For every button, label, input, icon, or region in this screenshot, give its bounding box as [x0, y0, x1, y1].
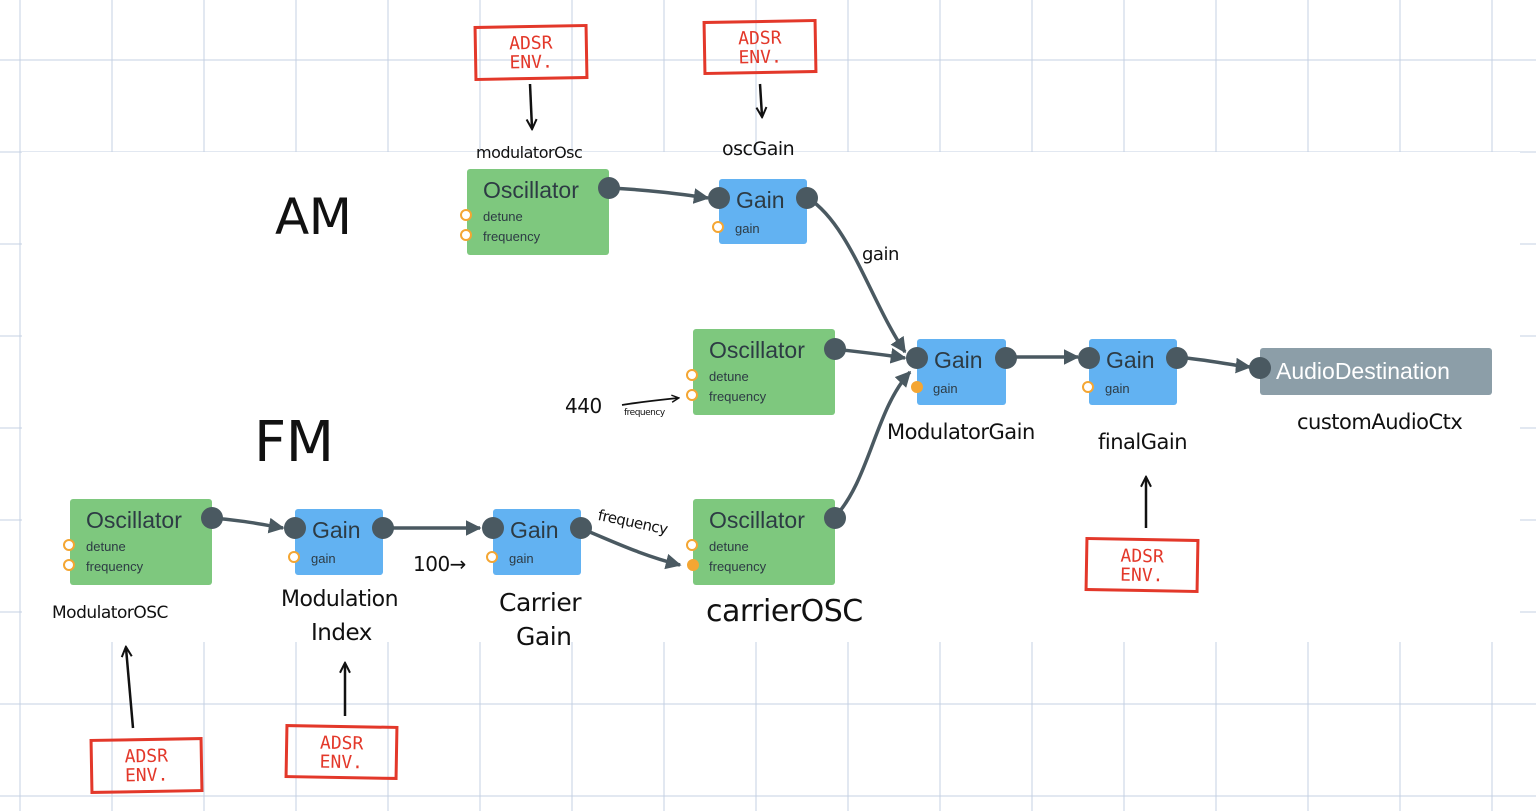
- param-frequency: frequency: [709, 389, 767, 404]
- node-title: Oscillator: [709, 337, 805, 363]
- detune-port[interactable]: [686, 369, 698, 381]
- label-final-gain: finalGain: [1098, 430, 1188, 454]
- node-title: Gain: [736, 187, 785, 213]
- node-title: Gain: [1106, 347, 1155, 373]
- gain-port[interactable]: [486, 551, 498, 563]
- label-100: 100→: [413, 552, 466, 576]
- env-line-2: ENV.: [1119, 564, 1164, 587]
- label-modulator-osc-top: modulatorOsc: [476, 143, 583, 162]
- param-frequency: frequency: [483, 229, 541, 244]
- frequency-port[interactable]: [460, 229, 472, 241]
- am-modulator-oscillator-node[interactable]: Oscillator detune frequency: [460, 169, 620, 255]
- am-section-label: AM: [275, 188, 352, 246]
- adsr-envelope-osc-gain: ADSR ENV.: [702, 19, 818, 75]
- adsr-envelope-final-gain: ADSR ENV.: [1084, 537, 1200, 593]
- frequency-port[interactable]: [686, 389, 698, 401]
- carrier-gain-node[interactable]: Gain gain: [482, 509, 592, 575]
- input-port[interactable]: [1249, 357, 1271, 379]
- node-title: Gain: [934, 347, 983, 373]
- final-gain-node[interactable]: Gain gain: [1078, 339, 1188, 405]
- audio-destination-node[interactable]: AudioDestination: [1249, 348, 1492, 395]
- detune-port[interactable]: [686, 539, 698, 551]
- param-gain: gain: [311, 551, 336, 566]
- input-port[interactable]: [284, 517, 306, 539]
- output-port[interactable]: [201, 507, 223, 529]
- gain-port[interactable]: [288, 551, 300, 563]
- fm-section-label: FM: [254, 410, 334, 475]
- node-title: Gain: [510, 517, 559, 543]
- env-line-2: ENV.: [319, 751, 364, 774]
- env-line-1: ADSR: [1120, 545, 1165, 568]
- env-line-1: ADSR: [124, 745, 169, 768]
- label-custom-audio-ctx: customAudioCtx: [1297, 410, 1463, 434]
- label-modulator-gain: ModulatorGain: [887, 420, 1035, 444]
- output-port[interactable]: [824, 507, 846, 529]
- param-gain: gain: [509, 551, 534, 566]
- output-port[interactable]: [1166, 347, 1188, 369]
- env-line-2: ENV.: [509, 51, 554, 74]
- adsr-envelope-modulator-osc: ADSR ENV.: [473, 24, 589, 81]
- label-modulation-index-2: Index: [311, 620, 372, 646]
- param-detune: detune: [483, 209, 523, 224]
- output-port[interactable]: [995, 347, 1017, 369]
- am-osc-gain-node[interactable]: Gain gain: [708, 179, 818, 244]
- modulator-gain-node[interactable]: Gain gain: [906, 339, 1017, 405]
- label-440-frequency: frequency: [624, 408, 665, 418]
- gain-port[interactable]: [1082, 381, 1094, 393]
- adsr-envelope-modulation-index: ADSR ENV.: [284, 724, 399, 780]
- node-title: AudioDestination: [1276, 358, 1450, 384]
- output-port[interactable]: [598, 177, 620, 199]
- label-modulator-osc-bottom: ModulatorOSC: [52, 603, 168, 623]
- output-port[interactable]: [796, 187, 818, 209]
- param-detune: detune: [709, 539, 749, 554]
- env-line-2: ENV.: [124, 764, 169, 787]
- carrier-oscillator-node[interactable]: Oscillator detune frequency: [686, 499, 846, 585]
- fm-modulator-oscillator-node[interactable]: Oscillator detune frequency: [63, 499, 223, 585]
- param-gain: gain: [933, 381, 958, 396]
- modulation-index-gain-node[interactable]: Gain gain: [284, 509, 394, 575]
- output-port[interactable]: [824, 338, 846, 360]
- adsr-envelope-fm-modulator-osc: ADSR ENV.: [89, 737, 204, 794]
- env-line-2: ENV.: [738, 46, 783, 69]
- input-port[interactable]: [1078, 347, 1100, 369]
- label-gain-wire: gain: [862, 244, 899, 265]
- env-line-1: ADSR: [319, 732, 364, 755]
- gain-port[interactable]: [911, 381, 923, 393]
- gain-port[interactable]: [712, 221, 724, 233]
- output-port[interactable]: [570, 517, 592, 539]
- node-title: Gain: [312, 517, 361, 543]
- detune-port[interactable]: [63, 539, 75, 551]
- node-title: Oscillator: [86, 507, 182, 533]
- detune-port[interactable]: [460, 209, 472, 221]
- output-port[interactable]: [372, 517, 394, 539]
- input-port[interactable]: [906, 347, 928, 369]
- env-line-1: ADSR: [737, 27, 782, 50]
- label-osc-gain: oscGain: [722, 138, 795, 160]
- param-detune: detune: [86, 539, 126, 554]
- label-440: 440: [565, 394, 602, 418]
- node-title: Oscillator: [483, 177, 579, 203]
- label-carrier-gain-2: Gain: [516, 622, 572, 651]
- param-gain: gain: [1105, 381, 1130, 396]
- carrier-oscillator-am-node[interactable]: Oscillator detune frequency: [686, 329, 846, 415]
- input-port[interactable]: [708, 187, 730, 209]
- param-frequency: frequency: [709, 559, 767, 574]
- node-title: Oscillator: [709, 507, 805, 533]
- input-port[interactable]: [482, 517, 504, 539]
- param-gain: gain: [735, 221, 760, 236]
- label-modulation-index-1: Modulation: [281, 587, 399, 612]
- param-detune: detune: [709, 369, 749, 384]
- frequency-port[interactable]: [687, 559, 699, 571]
- frequency-port[interactable]: [63, 559, 75, 571]
- param-frequency: frequency: [86, 559, 144, 574]
- label-carrier-gain-1: Carrier: [499, 588, 582, 617]
- label-carrier-osc: carrierOSC: [706, 594, 863, 629]
- env-line-1: ADSR: [508, 32, 553, 55]
